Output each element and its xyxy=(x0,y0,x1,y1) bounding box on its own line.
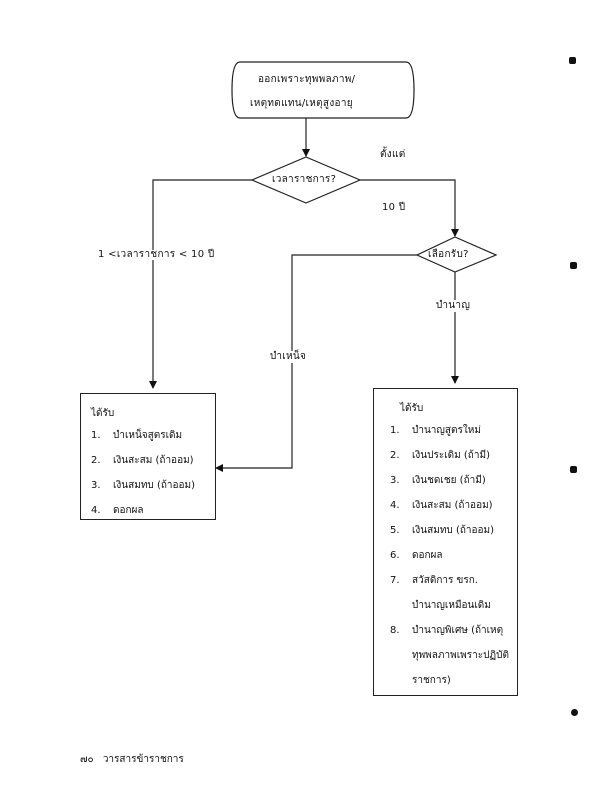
decision-diamond-service-time xyxy=(250,156,362,204)
page-footer: ๗๐ วารสารข้าราชการ xyxy=(80,752,184,767)
binder-hole-mark xyxy=(569,57,576,64)
list-item: 4.ดอกผล xyxy=(91,505,144,516)
decision2-label: เลือกรับ? xyxy=(428,249,469,260)
list-item: 5.เงินสมทบ (ถ้าออม) xyxy=(390,525,495,536)
connector-decision1-to-left-box xyxy=(149,179,252,389)
left-box-title: ได้รับ xyxy=(91,408,115,419)
list-item: 3.เงินสมทบ (ถ้าออม) xyxy=(91,480,196,491)
list-item: 4.เงินสะสม (ถ้าออม) xyxy=(390,500,493,511)
left-benefits-list: 1.บำเหน็จสูตรเดิม 2.เงินสะสม (ถ้าออม) 3.… xyxy=(91,429,215,529)
start-text-line2: เหตุทดแทน/เหตุสูงอายุ xyxy=(250,98,353,109)
connector-decision1-to-decision2 xyxy=(360,179,459,237)
binder-hole-mark xyxy=(571,709,578,716)
list-item: 7.สวัสดิการ ขรก.บำนาญเหมือนเดิม xyxy=(390,575,491,611)
right-benefits-box: ได้รับ 1.บำนาญสูตรใหม่ 2.เงินประเดิม (ถ้… xyxy=(373,388,518,696)
list-item: 1.บำนาญสูตรใหม่ xyxy=(390,425,481,436)
list-item: 3.เงินชดเชย (ถ้ามี) xyxy=(390,475,486,486)
start-terminator xyxy=(231,61,415,119)
edge-label-pension: บำนาญ xyxy=(436,300,471,312)
page-number: ๗๐ xyxy=(80,754,94,765)
decision1-label: เวลาราชการ? xyxy=(272,174,337,185)
edge-label-service-range: 1 <เวลาราชการ < 10 ปี xyxy=(96,249,217,260)
right-benefits-list: 1.บำนาญสูตรใหม่ 2.เงินประเดิม (ถ้ามี) 3.… xyxy=(390,424,517,699)
edge-label-since: ตั้งแต่ xyxy=(380,149,406,160)
right-box-title: ได้รับ xyxy=(400,403,424,414)
list-item: 1.บำเหน็จสูตรเดิม xyxy=(91,430,183,441)
list-item: 2.เงินสะสม (ถ้าออม) xyxy=(91,455,194,466)
list-item: 6.ดอกผล xyxy=(390,550,443,561)
edge-label-10-years: 10 ปี xyxy=(382,202,406,213)
publication-title: วารสารข้าราชการ xyxy=(102,754,184,765)
left-benefits-box: ได้รับ 1.บำเหน็จสูตรเดิม 2.เงินสะสม (ถ้า… xyxy=(80,393,216,520)
list-item: 2.เงินประเดิม (ถ้ามี) xyxy=(390,450,490,461)
edge-label-gratuity: บำเหน็จ xyxy=(270,351,307,363)
start-text-line1: ออกเพราะทุพพลภาพ/ xyxy=(258,74,356,85)
list-item: 8.บำนาญพิเศษ (ถ้าเหตุทุพพลภาพเพราะปฏิบัต… xyxy=(390,625,509,686)
binder-hole-mark xyxy=(570,466,577,473)
binder-hole-mark xyxy=(570,262,577,269)
